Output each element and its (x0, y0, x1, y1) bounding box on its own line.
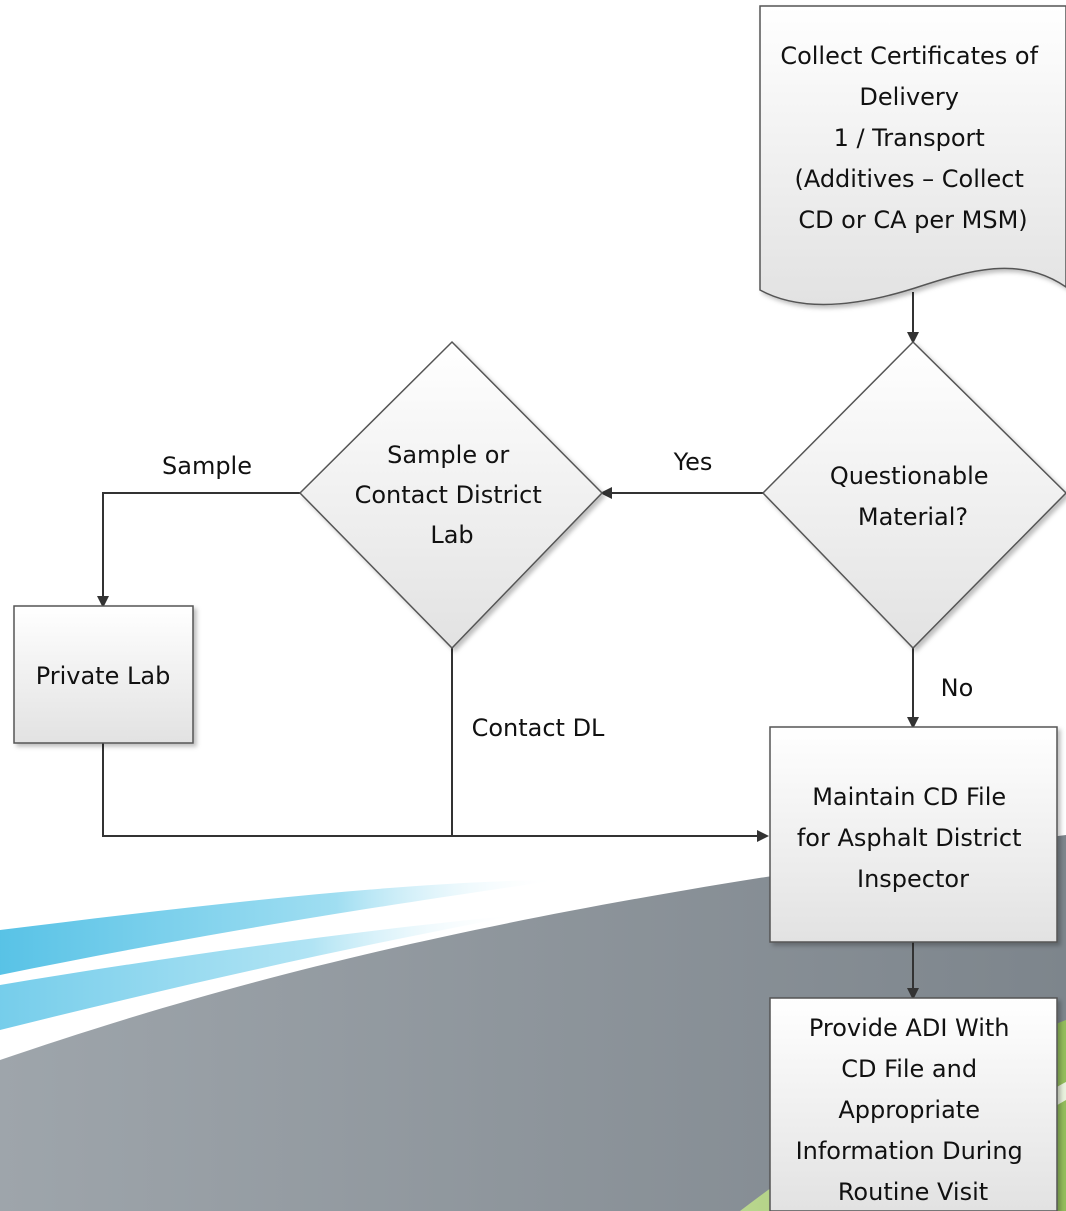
process-box (13, 605, 194, 744)
collect-line-2: Delivery (859, 83, 959, 111)
private-lab-label: Private Lab (36, 662, 171, 690)
decision-diamond (298, 340, 604, 650)
node-sample-or-contact: Sample or Contact District Lab (298, 340, 604, 650)
maintain-line-2: for Asphalt District (797, 824, 1022, 852)
questionable-line-1: Questionable (830, 462, 989, 490)
decision-diamond (761, 340, 1066, 650)
edge-label-sample: Sample (162, 452, 252, 480)
connector-sample (97, 492, 300, 608)
svg-text:Questionable Material?: Questionable Material? (830, 462, 996, 531)
svg-text:Private Lab: Private Lab (36, 662, 171, 690)
maintain-line-1: Maintain CD File (812, 783, 1006, 811)
svg-text:Collect Certificates of: Collect Certificates of Delivery 1 / Tra… (780, 42, 1045, 234)
questionable-line-2: Material? (858, 503, 968, 531)
edge-labels: Yes No Sample Contact DL (162, 448, 973, 742)
provide-line-3: Appropriate (838, 1096, 980, 1124)
svg-text:Provide ADI With CD File: Provide ADI With CD File and Appropriate… (796, 1014, 1031, 1206)
connector-private-lab-to-maintain (102, 743, 769, 842)
maintain-line-3: Inspector (857, 865, 969, 893)
process-box (769, 726, 1058, 943)
edge-label-yes: Yes (673, 448, 713, 476)
sample-or-contact-line-1: Sample or (387, 441, 509, 469)
provide-line-2: CD File and (841, 1055, 977, 1083)
connectors (97, 292, 919, 1000)
node-maintain-cd-file: Maintain CD File for Asphalt District In… (769, 726, 1058, 943)
sample-or-contact-line-3: Lab (430, 521, 473, 549)
document-shape (759, 5, 1066, 306)
node-questionable-material: Questionable Material? (761, 340, 1066, 650)
provide-line-5: Routine Visit (838, 1178, 988, 1206)
edge-label-no: No (941, 674, 974, 702)
node-provide-adi: Provide ADI With CD File and Appropriate… (769, 997, 1058, 1211)
edge-label-contact-dl: Contact DL (472, 714, 605, 742)
collect-line-3: 1 / Transport (834, 124, 985, 152)
collect-line-5: CD or CA per MSM) (798, 206, 1027, 234)
swoosh-blue-band-2 (0, 915, 520, 1030)
svg-text:Sample or Contact Distri: Sample or Contact District Lab (355, 441, 550, 549)
swoosh-blue-band (0, 880, 560, 975)
node-collect-certificates: Collect Certificates of Delivery 1 / Tra… (759, 5, 1066, 306)
svg-text:Maintain CD File for Asp: Maintain CD File for Asphalt District In… (797, 783, 1029, 893)
node-private-lab: Private Lab (13, 605, 194, 744)
sample-or-contact-line-2: Contact District (355, 481, 542, 509)
process-box (769, 997, 1058, 1211)
provide-line-4: Information During (796, 1137, 1023, 1165)
provide-line-1: Provide ADI With (809, 1014, 1010, 1042)
collect-line-4: (Additives – Collect (794, 165, 1023, 193)
collect-line-1: Collect Certificates of (780, 42, 1038, 70)
